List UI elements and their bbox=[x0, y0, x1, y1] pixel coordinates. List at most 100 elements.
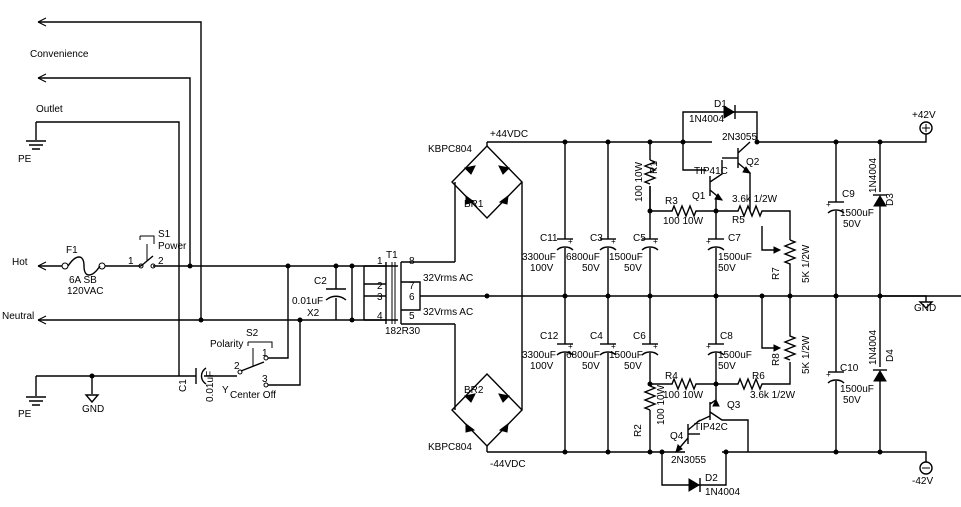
svg-text:+: + bbox=[653, 237, 658, 246]
gnd-label-left: GND bbox=[82, 404, 104, 415]
fuse-ref: F1 bbox=[66, 245, 78, 256]
q4-ref: Q4 bbox=[670, 431, 684, 442]
r6-value: 3.6k 1/2W bbox=[750, 390, 796, 401]
c4-ref: C4 bbox=[590, 331, 603, 342]
neutral-line bbox=[37, 315, 398, 325]
r4-ref: R4 bbox=[665, 371, 678, 382]
t1-pin2: 2 bbox=[377, 281, 383, 292]
br1-part: KBPC804 bbox=[428, 144, 472, 155]
d3-part: 1N4004 bbox=[868, 158, 879, 193]
capacitor-c1-symbol bbox=[195, 367, 237, 385]
s1-name: Power bbox=[158, 241, 187, 252]
resistor-r4-symbol bbox=[650, 377, 716, 391]
s2-center-off: Center Off bbox=[230, 390, 276, 401]
c3-ref: C3 bbox=[590, 233, 603, 244]
c9-value: 1500uF bbox=[840, 208, 874, 219]
diode-d3-symbol bbox=[873, 142, 887, 296]
c6-volt: 50V bbox=[624, 361, 642, 372]
c7-ref: C7 bbox=[728, 233, 741, 244]
c4-volt: 50V bbox=[582, 361, 600, 372]
r3-value: 100 10W bbox=[663, 216, 704, 227]
resistor-r2-symbol bbox=[643, 385, 657, 411]
c2-value: 0.01uF bbox=[292, 296, 323, 307]
c10-value: 1500uF bbox=[840, 384, 874, 395]
pe-label-bottom: PE bbox=[18, 409, 32, 420]
svg-text:+: + bbox=[568, 237, 573, 246]
polarity-marks: + + + + + + + + + + bbox=[568, 200, 831, 379]
svg-text:+: + bbox=[706, 237, 711, 246]
t1-ref: T1 bbox=[386, 250, 398, 261]
q4-part: 2N3055 bbox=[671, 455, 706, 466]
r1-ref: R1 bbox=[649, 161, 660, 174]
c12-value: 3300uF bbox=[522, 350, 556, 361]
diode-d1-symbol bbox=[682, 105, 758, 142]
s2-pin3: 3 bbox=[262, 374, 268, 385]
c10-volt: 50V bbox=[843, 395, 861, 406]
t1-pin5: 5 bbox=[409, 311, 415, 322]
c6-ref: C6 bbox=[633, 331, 646, 342]
c12-ref: C12 bbox=[540, 331, 559, 342]
transistor-q2-symbol bbox=[722, 141, 752, 211]
c7-value: 1500uF bbox=[718, 252, 752, 263]
fuse-symbol bbox=[61, 256, 106, 276]
outlet-wiring bbox=[35, 17, 202, 376]
r8-value: 5K 1/2W bbox=[801, 335, 812, 374]
s2-pin2: 2 bbox=[234, 361, 240, 372]
d1-part: 1N4004 bbox=[689, 114, 724, 125]
q2-ref: Q2 bbox=[746, 157, 760, 168]
c9-volt: 50V bbox=[843, 219, 861, 230]
transistor-q3-symbol bbox=[696, 384, 749, 452]
s2-ref: S2 bbox=[246, 328, 259, 339]
neg-rail-label: -44VDC bbox=[490, 459, 526, 470]
r5-value: 3.6k 1/2W bbox=[732, 194, 778, 205]
c11-value: 3300uF bbox=[522, 252, 556, 263]
hot-label: Hot bbox=[12, 257, 28, 268]
pe-bottom-wiring bbox=[26, 375, 196, 406]
r6-ref: R6 bbox=[752, 371, 765, 382]
c12-volt: 100V bbox=[530, 361, 554, 372]
c11-volt: 100V bbox=[530, 263, 554, 274]
s2-name: Polarity bbox=[210, 339, 243, 350]
d4-part: 1N4004 bbox=[868, 330, 879, 365]
c5-ref: C5 bbox=[633, 233, 646, 244]
capacitor-c2-symbol bbox=[325, 266, 347, 320]
t1-pin7: 7 bbox=[409, 281, 415, 292]
c8-volt: 50V bbox=[718, 361, 736, 372]
t1-pin8: 8 bbox=[409, 256, 415, 267]
fuse-rating: 6A SB bbox=[69, 275, 97, 286]
t1-secondary-bottom: 32Vrms AC bbox=[423, 307, 473, 318]
t1-part: 182R30 bbox=[385, 326, 420, 337]
s1-pin2: 2 bbox=[158, 256, 164, 267]
t1-pin3: 3 bbox=[377, 292, 383, 303]
t1-pin1: 1 bbox=[377, 256, 383, 267]
r7-ref: R7 bbox=[771, 267, 782, 280]
r7-value: 5K 1/2W bbox=[801, 244, 812, 283]
outlet-label: Outlet bbox=[36, 104, 63, 115]
pe-label-top: PE bbox=[18, 154, 32, 165]
resistor-r5-symbol bbox=[716, 204, 791, 240]
switch-s1-symbol bbox=[138, 235, 156, 269]
output-terminal-pos bbox=[918, 121, 933, 143]
earth-ground-symbol-top bbox=[26, 140, 46, 150]
c11-ref: C11 bbox=[540, 233, 558, 244]
q3-part: TIP42C bbox=[694, 422, 728, 433]
cap-labels-top: C11 3300uF 100V C3 6800uF 50V C5 1500uF … bbox=[522, 189, 874, 274]
bridge-rectifier-br2 bbox=[451, 296, 523, 452]
q1-part: TIP41C bbox=[694, 166, 728, 177]
svg-text:+: + bbox=[653, 342, 658, 351]
br1-ref: BR1 bbox=[464, 199, 484, 210]
output-terminal-gnd bbox=[880, 295, 934, 309]
transistor-q4-symbol bbox=[675, 419, 701, 453]
pos-rail-label: +44VDC bbox=[490, 129, 528, 140]
c1-value: 0.01uF bbox=[205, 371, 216, 402]
d1-ref: D1 bbox=[714, 99, 727, 110]
svg-text:+: + bbox=[611, 342, 616, 351]
t1-secondary-top: 32Vrms AC bbox=[423, 273, 473, 284]
diode-d2-symbol bbox=[661, 452, 727, 492]
c10-ref: C10 bbox=[840, 363, 859, 374]
q3-ref: Q3 bbox=[727, 400, 741, 411]
neg-output-label: -42V bbox=[912, 476, 933, 487]
potentiometer-r8-symbol bbox=[761, 296, 797, 361]
convenience-label: Convenience bbox=[30, 49, 89, 60]
c1-ref: C1 bbox=[178, 379, 189, 392]
